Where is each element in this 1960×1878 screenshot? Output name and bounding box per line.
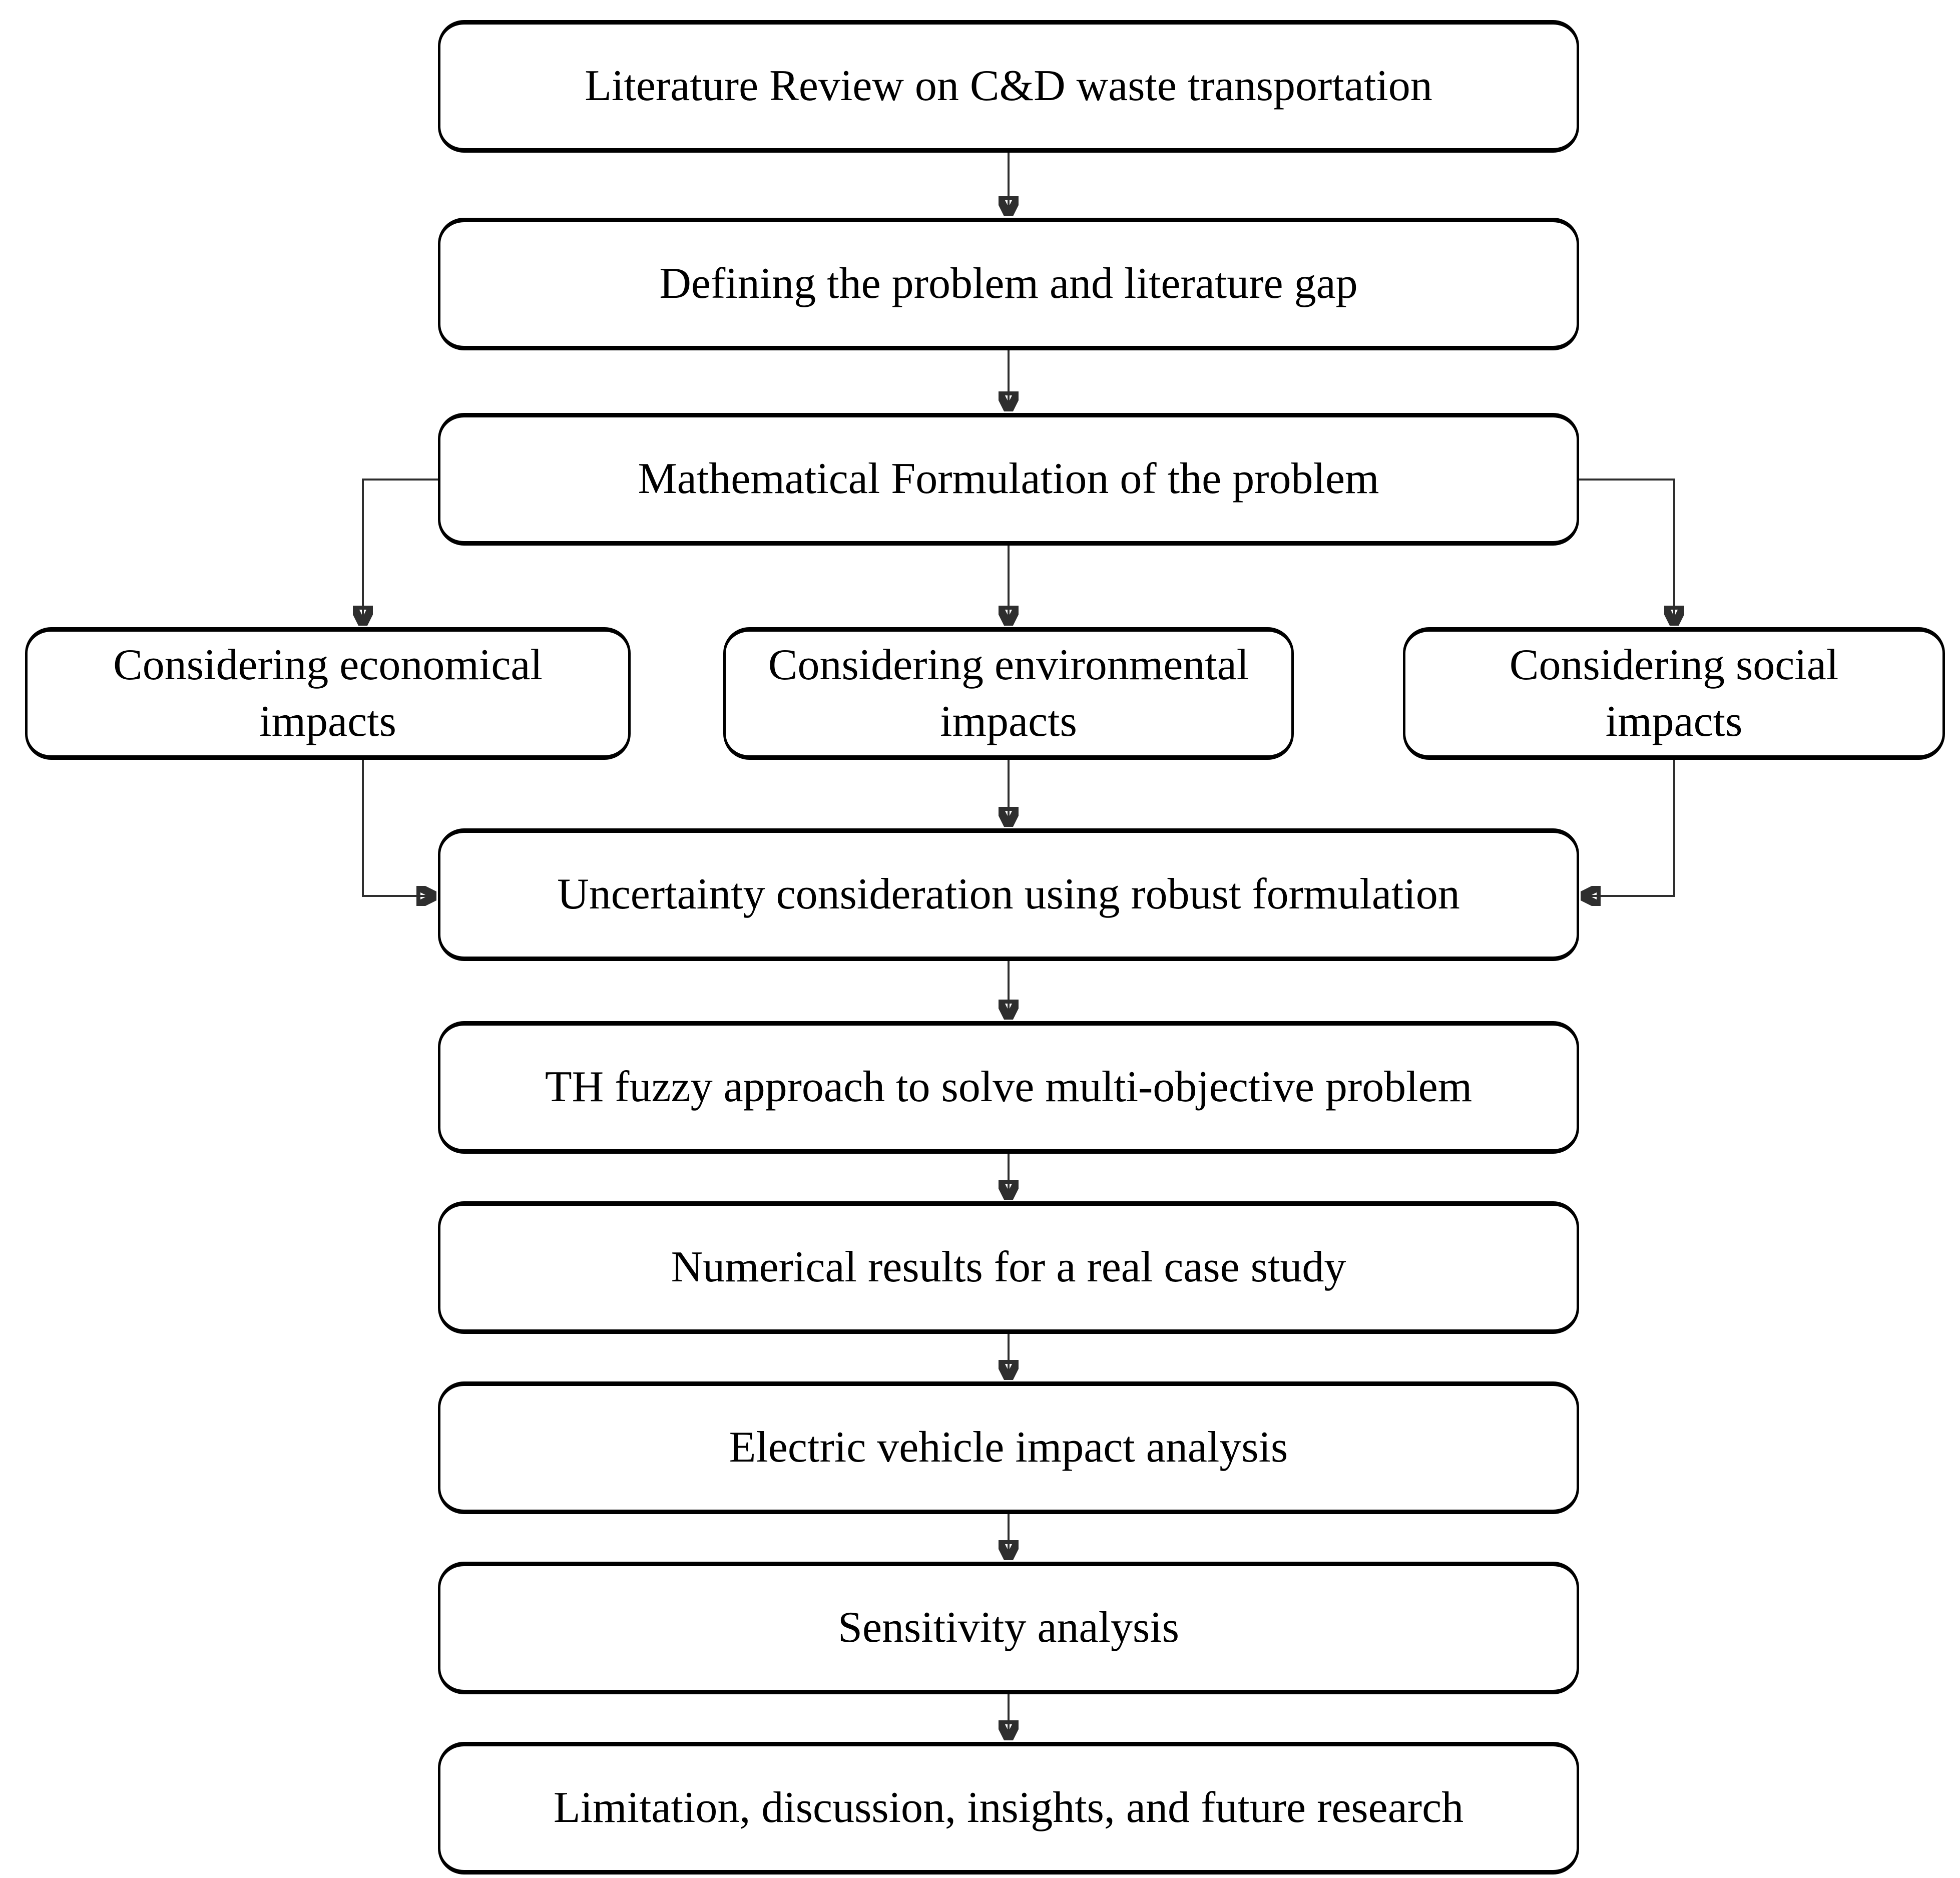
flow-node-literature-review: Literature Review on C&D waste transport… — [438, 20, 1579, 153]
flow-node-mathematical-formulation: Mathematical Formulation of the problem — [438, 413, 1579, 546]
flow-node-label: Considering environmental impacts — [768, 640, 1249, 746]
flow-node-defining-problem: Defining the problem and literature gap — [438, 218, 1579, 350]
flow-node-label: Considering social impacts — [1509, 640, 1839, 746]
flow-node-label: Considering economical impacts — [113, 640, 543, 746]
flow-node-label: Uncertainty consideration using robust f… — [557, 870, 1460, 919]
edge-social-to-uncertainty — [1582, 760, 1675, 896]
flow-node-label: Sensitivity analysis — [838, 1603, 1179, 1652]
flow-node-numerical-results: Numerical results for a real case study — [438, 1201, 1579, 1334]
flow-node-uncertainty: Uncertainty consideration using robust f… — [438, 828, 1579, 961]
flow-node-sensitivity: Sensitivity analysis — [438, 1562, 1579, 1694]
edge-economical-to-uncertainty — [362, 760, 435, 896]
edge-mathematical-to-economical — [363, 479, 438, 625]
flow-node-label: Mathematical Formulation of the problem — [638, 454, 1379, 504]
flow-node-th-fuzzy: TH fuzzy approach to solve multi-objecti… — [438, 1021, 1579, 1154]
flow-node-label: TH fuzzy approach to solve multi-objecti… — [545, 1063, 1473, 1112]
flow-node-limitation: Limitation, discussion, insights, and fu… — [438, 1742, 1579, 1874]
flow-node-considering-environmental: Considering environmental impacts — [723, 627, 1294, 760]
flow-node-considering-social: Considering social impacts — [1403, 627, 1945, 760]
flow-node-label: Limitation, discussion, insights, and fu… — [553, 1783, 1464, 1832]
flow-node-label: Numerical results for a real case study — [671, 1243, 1346, 1292]
flow-node-label: Defining the problem and literature gap — [659, 259, 1358, 308]
flow-node-ev-impact: Electric vehicle impact analysis — [438, 1381, 1579, 1514]
flow-node-label: Literature Review on C&D waste transport… — [585, 62, 1432, 111]
edge-mathematical-to-social — [1579, 479, 1674, 625]
flow-node-considering-economical: Considering economical impacts — [25, 627, 631, 760]
flow-node-label: Electric vehicle impact analysis — [729, 1423, 1288, 1472]
